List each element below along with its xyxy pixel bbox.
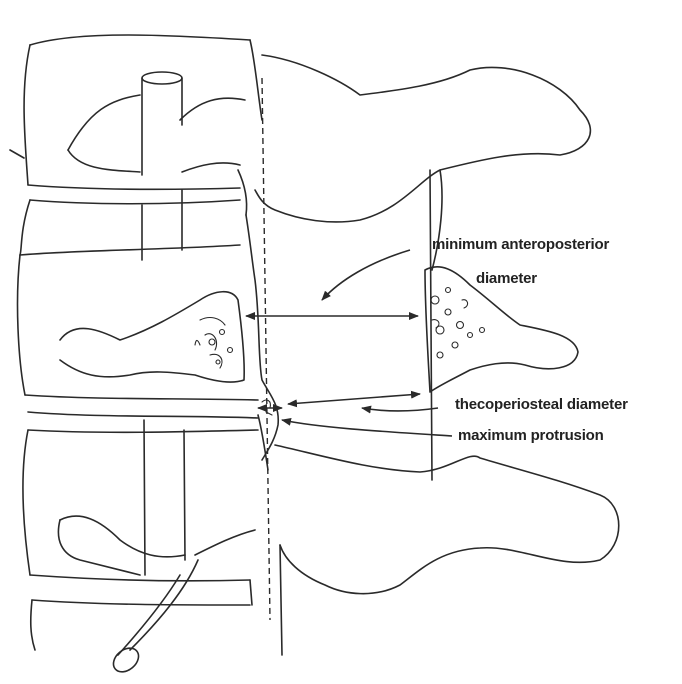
thecoperiosteal-leader-arrow bbox=[362, 408, 438, 411]
dashed-reference-line bbox=[262, 78, 270, 620]
min-ap-label-line1: minimum anteroposterior bbox=[432, 236, 609, 253]
min-ap-label-line2: diameter bbox=[476, 270, 537, 287]
thecoperiosteal-arrow bbox=[288, 394, 420, 404]
thecoperiosteal-label: thecoperiosteal diameter bbox=[455, 396, 628, 413]
max-protrusion-leader-arrow bbox=[282, 420, 452, 436]
max-protrusion-label: maximum protrusion bbox=[458, 427, 604, 444]
lower-vertebra bbox=[58, 445, 618, 655]
vertebral-column-left bbox=[10, 35, 258, 650]
min-ap-leader-arrow bbox=[322, 250, 410, 300]
disc-protrusion bbox=[246, 215, 278, 460]
